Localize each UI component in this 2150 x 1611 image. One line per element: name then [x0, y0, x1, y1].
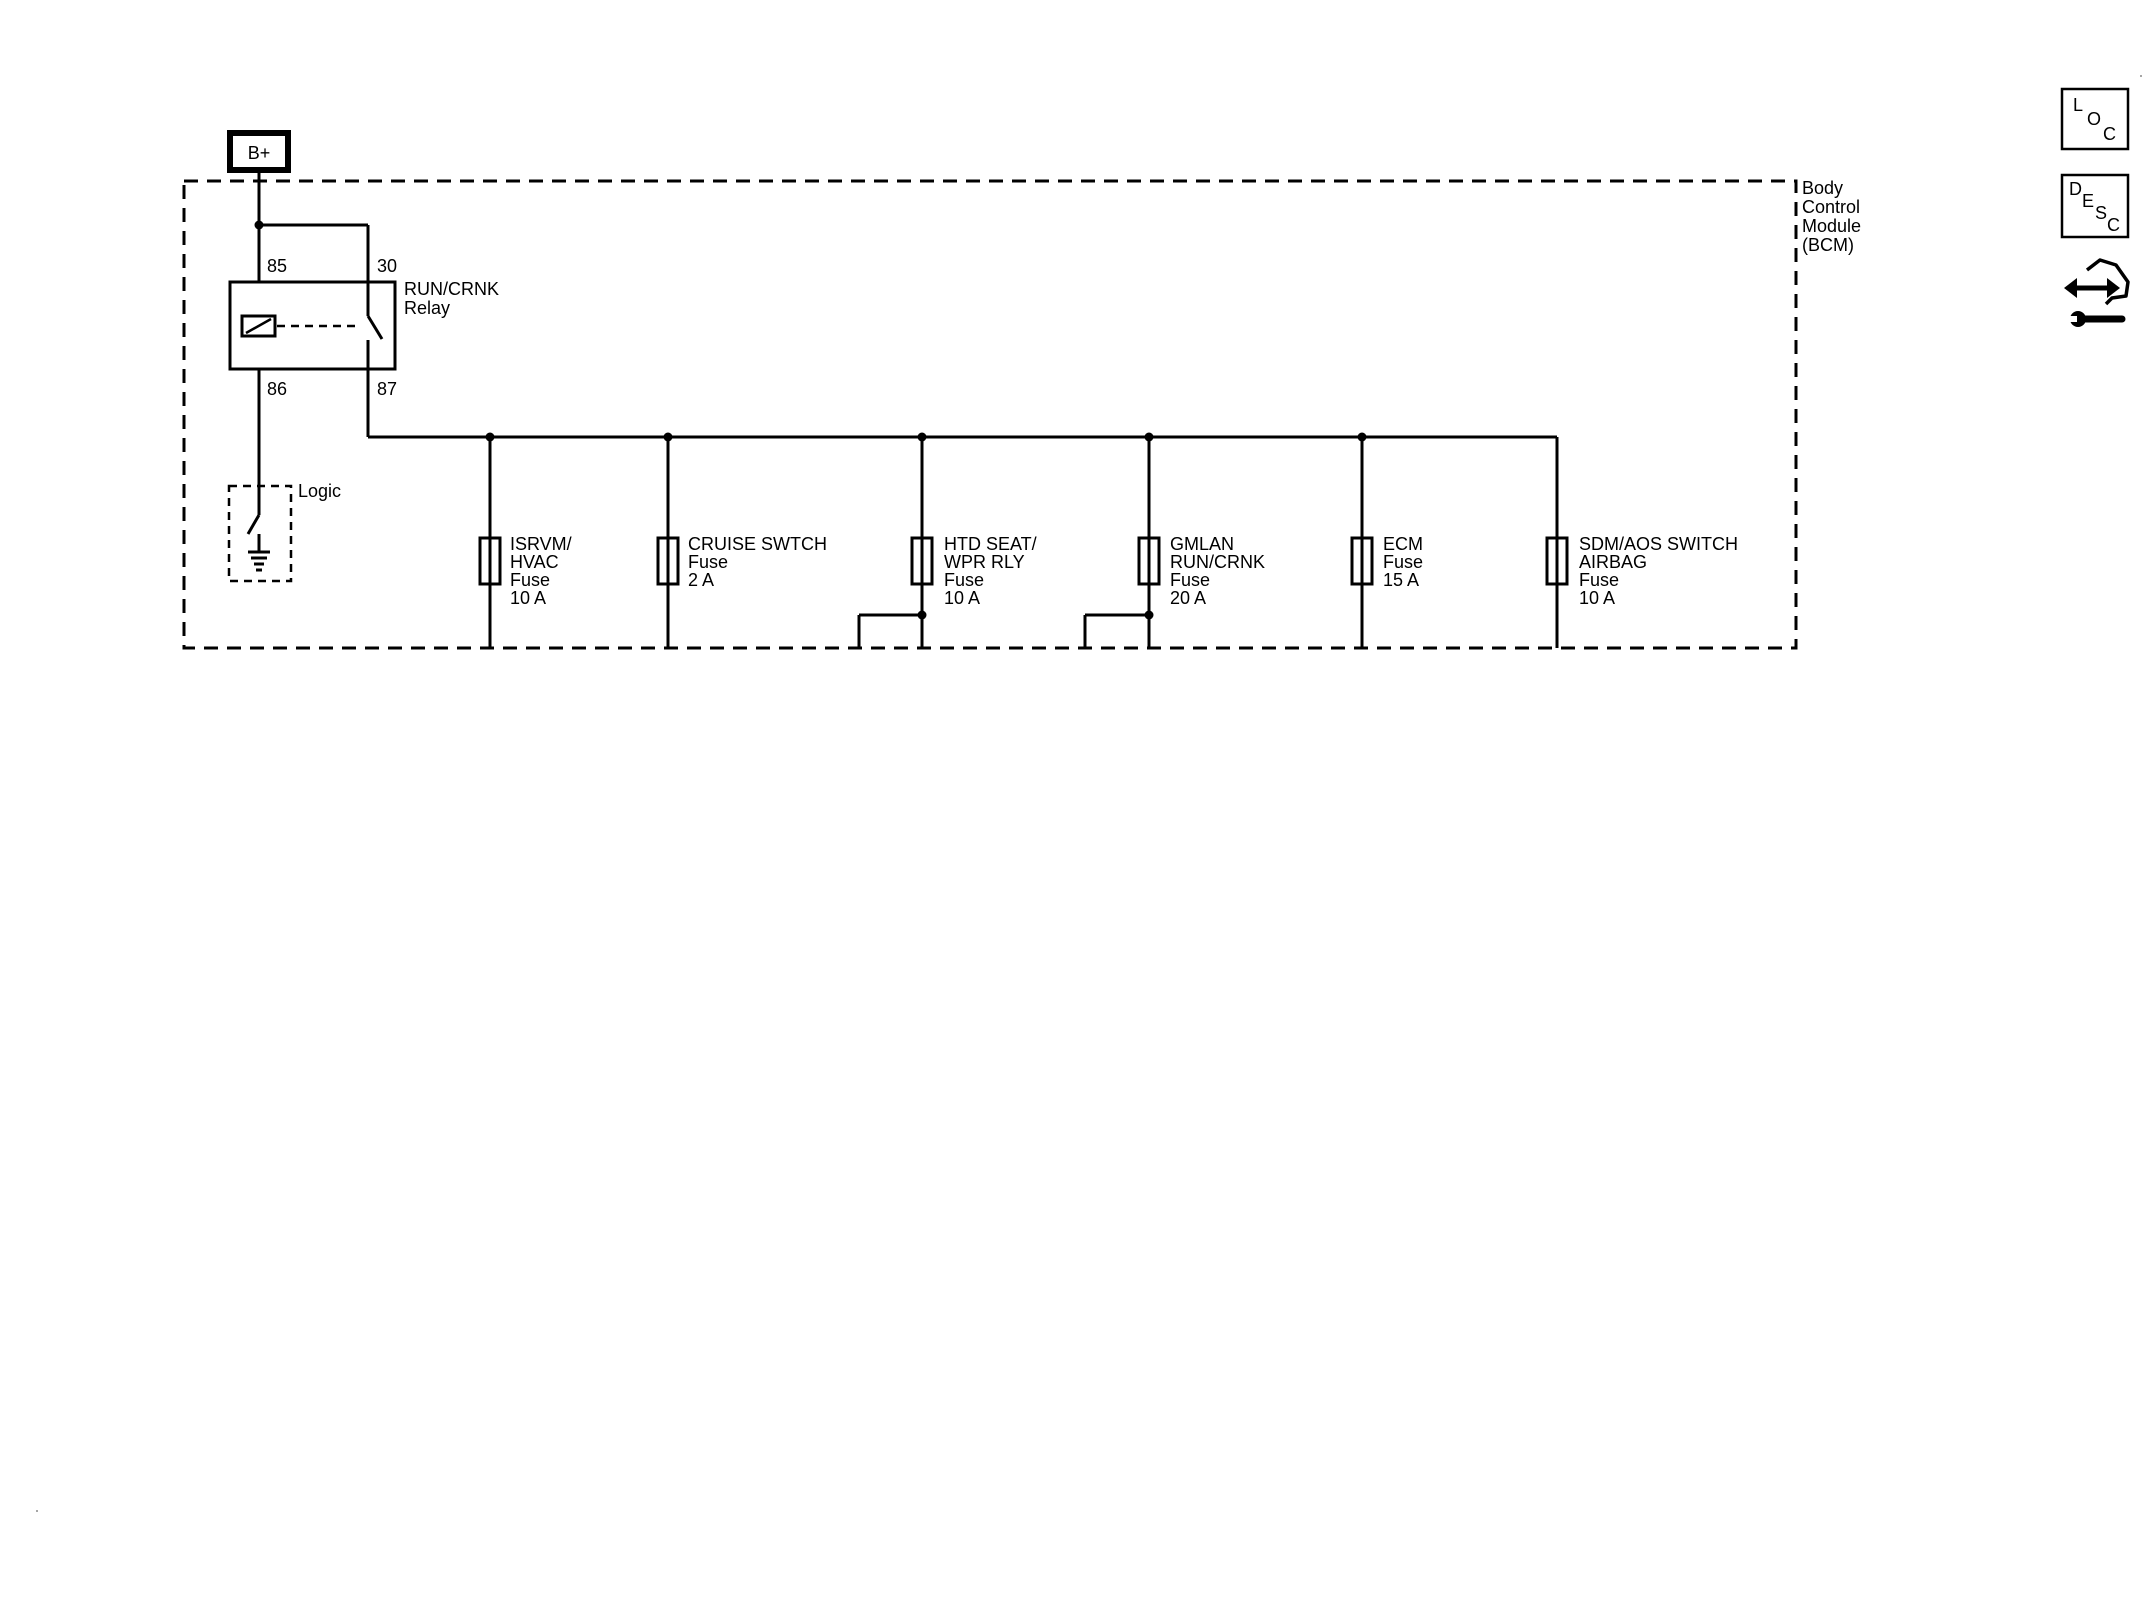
bcm-boundary	[182, 179, 1798, 650]
logic-ground-switch: Logic	[227, 369, 341, 583]
desc-letter-d: D	[2069, 179, 2082, 199]
fuse-label-line: ECM	[1383, 534, 1423, 554]
fuse-isrvm-hvac: ISRVM/ HVAC Fuse 10 A	[478, 437, 572, 648]
fuse-label-line: Fuse	[1170, 570, 1210, 590]
fuse-label-line: AIRBAG	[1579, 552, 1647, 572]
fuse-rating: 10 A	[1579, 588, 1615, 608]
fuse-cruise-switch: CRUISE SWTCH Fuse 2 A	[656, 437, 827, 648]
fuse-rating: 2 A	[688, 570, 714, 590]
fuse-label-line: HTD SEAT/	[944, 534, 1037, 554]
battery-label: B+	[248, 143, 271, 163]
fuse-label-line: RUN/CRNK	[1170, 552, 1265, 572]
fuse-label-line: GMLAN	[1170, 534, 1234, 554]
relay-switch-contact	[366, 315, 384, 340]
fuse-label-line: Fuse	[688, 552, 728, 572]
fuse-rating: 15 A	[1383, 570, 1419, 590]
fuse-label-line: HVAC	[510, 552, 559, 572]
fuse-label-line: Fuse	[1383, 552, 1423, 572]
fuse-label-line: Fuse	[1579, 570, 1619, 590]
desc-letter-c: C	[2107, 215, 2120, 235]
desc-letter-s: S	[2095, 203, 2107, 223]
loc-letter-c: C	[2103, 124, 2116, 144]
fuse-label-line: CRUISE SWTCH	[688, 534, 827, 554]
relay-pin-30: 30	[377, 256, 397, 276]
fuse-sdm-aos-airbag: SDM/AOS SWITCH AIRBAG Fuse 10 A	[1545, 534, 1738, 648]
bcm-label-line-2: Control	[1802, 197, 1860, 217]
relay-name-line-2: Relay	[404, 298, 450, 318]
fuse-label-line: Fuse	[944, 570, 984, 590]
bcm-label-line-1: Body	[1802, 178, 1843, 198]
output-bus	[366, 369, 1559, 538]
fuse-htd-seat-wpr-rly: HTD SEAT/ WPR RLY Fuse 10 A	[857, 437, 1037, 648]
desc-letter-e: E	[2082, 191, 2094, 211]
relay-pin-87: 87	[377, 379, 397, 399]
bcm-module-label: Body Control Module (BCM)	[1802, 178, 1861, 255]
fuse-gmlan-run-crnk: GMLAN RUN/CRNK Fuse 20 A	[1083, 437, 1265, 648]
bcm-label-line-3: Module	[1802, 216, 1861, 236]
relay-pin-85: 85	[267, 256, 287, 276]
loc-letter-l: L	[2073, 95, 2083, 115]
corner-mark	[36, 1510, 38, 1512]
feed-wiring	[254, 172, 370, 282]
battery-power-source: B+	[227, 130, 291, 173]
relay-name-line-1: RUN/CRNK	[404, 279, 499, 299]
fuse-label-line: ISRVM/	[510, 534, 572, 554]
fuse-label-line: SDM/AOS SWITCH	[1579, 534, 1738, 554]
fuse-ecm: ECM Fuse 15 A	[1350, 437, 1423, 648]
fuse-label-line: Fuse	[510, 570, 550, 590]
connector-wrench-icon	[2064, 258, 2130, 327]
fuse-rating: 10 A	[944, 588, 980, 608]
relay-pin-86: 86	[267, 379, 287, 399]
run-crnk-relay: 85 30 86 87 RUN/CRNK Relay	[228, 256, 499, 399]
fuse-rating: 10 A	[510, 588, 546, 608]
loc-letter-o: O	[2087, 109, 2101, 129]
bcm-label-line-4: (BCM)	[1802, 235, 1854, 255]
desc-button[interactable]: D E S C	[2060, 173, 2130, 239]
fuse-rating: 20 A	[1170, 588, 1206, 608]
diagnostic-button[interactable]	[2064, 258, 2130, 327]
fuse-label-line: WPR RLY	[944, 552, 1025, 572]
logic-label: Logic	[298, 481, 341, 501]
corner-mark	[2140, 75, 2142, 77]
loc-button[interactable]: L O C	[2060, 87, 2130, 151]
